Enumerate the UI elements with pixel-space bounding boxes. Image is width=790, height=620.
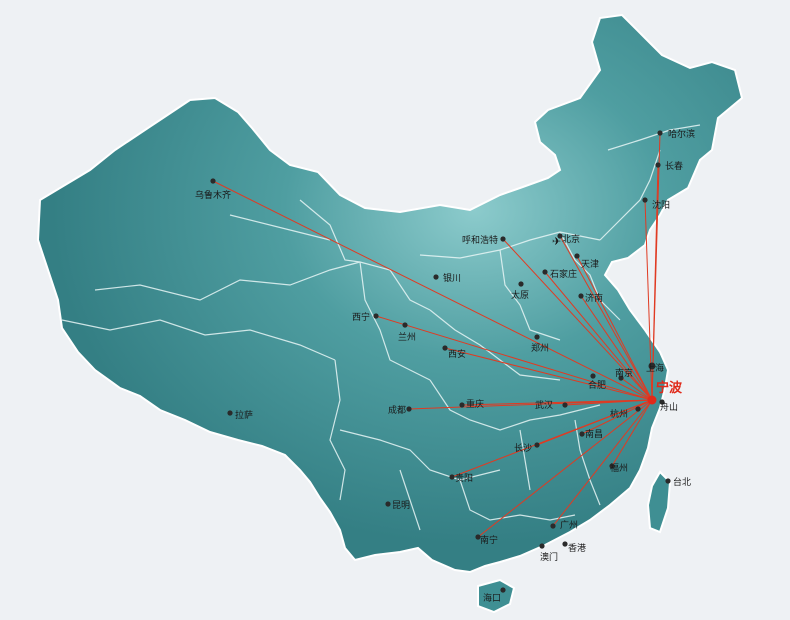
city-dot — [442, 345, 448, 351]
city-label: 郑州 — [531, 342, 549, 354]
city-dot — [542, 269, 548, 275]
route-line — [576, 255, 653, 401]
city-label: 石家庄 — [550, 268, 577, 280]
city-label: 福州 — [610, 462, 628, 474]
city-dot — [459, 402, 465, 408]
taiwan-island — [646, 470, 672, 534]
city-label: 南昌 — [585, 428, 603, 440]
city-label: 舟山 — [660, 401, 678, 413]
city-label: 长春 — [665, 160, 683, 172]
city-dot — [655, 162, 661, 168]
city-dot — [609, 463, 615, 469]
city-label: 南京 — [615, 367, 633, 379]
city-dot — [534, 442, 540, 448]
city-label: 昆明 — [392, 500, 410, 511]
city-label: 乌鲁木齐 — [195, 189, 231, 201]
city-dot — [385, 501, 391, 507]
city-dot — [642, 197, 648, 203]
route-line — [580, 295, 653, 401]
city-label: 长沙 — [514, 442, 532, 454]
city-dot — [402, 322, 408, 328]
city-dot — [665, 478, 671, 484]
city-dot — [578, 293, 584, 299]
city-label: 香港 — [568, 542, 586, 554]
city-dot — [659, 399, 665, 405]
city-label: 银川 — [443, 272, 461, 284]
city-label: 哈尔滨 — [668, 128, 695, 140]
city-label: 贵阳 — [455, 472, 473, 484]
city-label: 西宁 — [352, 311, 370, 323]
plane-icon: ✈ — [552, 235, 561, 248]
route-line — [559, 235, 653, 401]
route-line — [375, 315, 653, 401]
hainan-island — [477, 578, 516, 614]
city-label: 兰州 — [398, 331, 416, 343]
city-label: 太原 — [511, 289, 529, 301]
city-label: 武汉 — [535, 399, 553, 411]
route-line — [502, 238, 653, 401]
city-label: 上海 — [646, 362, 664, 374]
route-line — [212, 180, 653, 401]
city-label: 广州 — [560, 519, 578, 531]
city-dot — [500, 587, 506, 593]
city-label: 南宁 — [480, 534, 498, 546]
province-borders — [61, 124, 701, 531]
route-line — [408, 399, 653, 410]
hub-marker — [647, 395, 657, 405]
route-line — [611, 399, 653, 467]
city-dot — [574, 253, 580, 259]
city-label: 济南 — [585, 292, 603, 304]
city-label: 西安 — [448, 348, 466, 360]
city-label: 呼和浩特 — [462, 234, 498, 246]
city-dot — [500, 236, 506, 242]
city-dot — [539, 543, 545, 549]
route-line — [651, 164, 659, 401]
city-dot — [475, 534, 481, 540]
city-dot — [657, 130, 663, 136]
route-line — [620, 377, 653, 401]
city-dot — [618, 375, 624, 381]
route-lines — [212, 132, 661, 538]
city-label: 成都 — [388, 404, 406, 416]
city-dot — [562, 541, 568, 547]
city-dot — [590, 373, 596, 379]
city-label: 拉萨 — [235, 409, 253, 421]
hub-ningbo: 宁波 — [647, 380, 683, 405]
route-line — [581, 399, 653, 435]
hub-label: 宁波 — [656, 380, 683, 396]
route-line — [544, 271, 653, 401]
city-label: 澳门 — [540, 551, 558, 563]
city-label: 合肥 — [588, 379, 606, 391]
route-line — [451, 399, 653, 478]
city-label: 沈阳 — [652, 199, 670, 211]
city-label: 台北 — [673, 476, 691, 488]
city-dot — [433, 274, 439, 280]
city-label: 杭州 — [610, 408, 628, 420]
city-dot — [210, 178, 216, 184]
city-dot — [449, 474, 455, 480]
city-label: 北京 — [562, 233, 580, 245]
city-dot — [562, 402, 568, 408]
city-dot — [518, 281, 524, 287]
city-dot — [579, 431, 585, 437]
city-dot — [557, 233, 563, 239]
route-line — [444, 347, 653, 401]
city-dot — [534, 334, 540, 340]
route-line — [552, 399, 653, 527]
city-label: 天津 — [581, 259, 599, 270]
city-dot — [635, 406, 641, 412]
city-dot — [227, 410, 233, 416]
city-dot — [373, 313, 379, 319]
city-label: 重庆 — [466, 398, 484, 410]
city-label: 海口 — [483, 592, 501, 604]
route-line — [477, 399, 653, 538]
city-dot — [648, 362, 656, 370]
city-dot — [406, 406, 412, 412]
city-dot — [550, 523, 556, 529]
